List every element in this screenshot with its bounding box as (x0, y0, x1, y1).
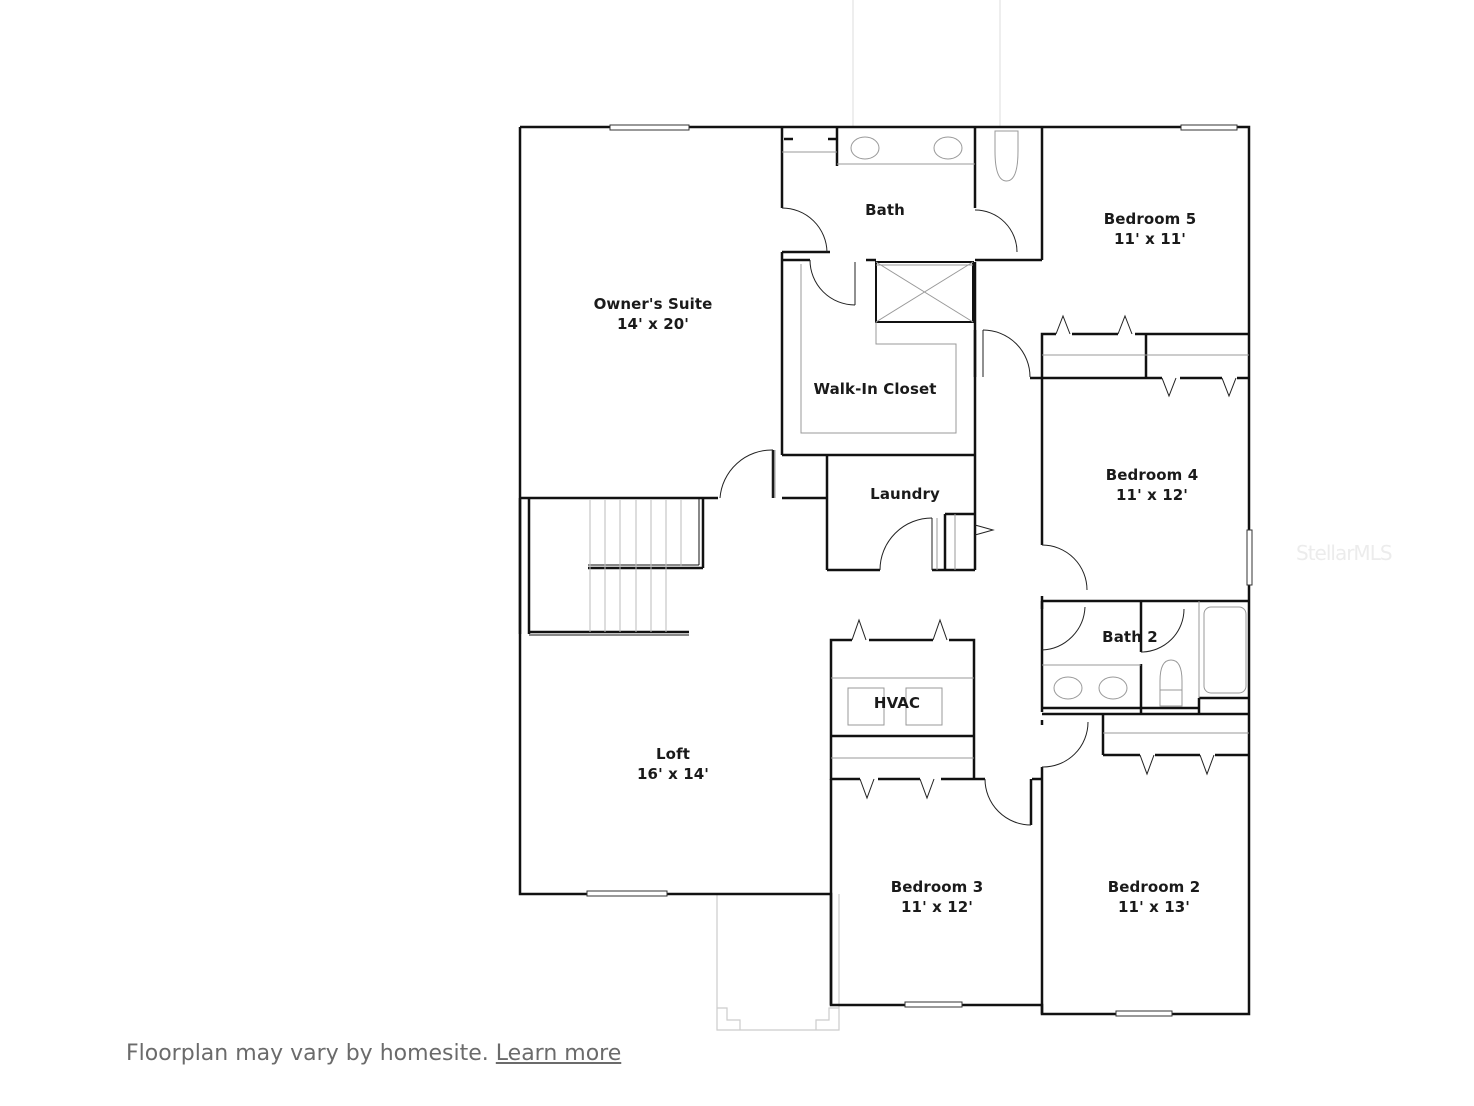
stair-treads (589, 500, 682, 632)
room-name: Bedroom 3 (890, 878, 984, 896)
room-name: Bedroom 2 (1107, 878, 1201, 896)
guide-lines (852, 0, 1001, 127)
room-dimensions: 11' x 13' (1118, 898, 1190, 916)
watermark: StellarMLS (1296, 541, 1393, 565)
room-label-owners-suite: Owner's Suite 14' x 20' (594, 294, 713, 334)
room-dimensions: 11' x 12' (901, 898, 973, 916)
room-dimensions: 11' x 11' (1114, 230, 1186, 248)
room-label-walk-in-closet: Walk-In Closet (813, 379, 936, 399)
room-name: Bath 2 (1102, 628, 1158, 646)
room-name: Walk-In Closet (813, 380, 937, 398)
room-label-bedroom-3: Bedroom 3 11' x 12' (891, 877, 984, 917)
fixtures (774, 130, 1249, 759)
room-label-bath-2: Bath 2 (1102, 627, 1158, 647)
room-name: Laundry (870, 485, 940, 503)
room-name: Owner's Suite (593, 295, 713, 313)
room-dimensions: 16' x 14' (637, 765, 709, 783)
room-label-laundry: Laundry (870, 484, 940, 504)
room-dimensions: 11' x 12' (1116, 486, 1188, 504)
room-label-bedroom-2: Bedroom 2 11' x 13' (1108, 877, 1201, 917)
room-label-bedroom-4: Bedroom 4 11' x 12' (1106, 465, 1199, 505)
room-dimensions: 14' x 20' (617, 315, 689, 333)
porch-outline (716, 894, 840, 1031)
room-label-bath: Bath (865, 200, 905, 220)
bifold-doors (851, 314, 1237, 800)
room-name: Bath (865, 201, 905, 219)
room-label-bedroom-5: Bedroom 5 11' x 11' (1104, 209, 1197, 249)
door-swings (719, 207, 1185, 826)
room-name: Bedroom 4 (1105, 466, 1199, 484)
stair-rails (529, 498, 700, 636)
room-name: HVAC (873, 694, 921, 712)
windows (586, 124, 1253, 1017)
room-name: Loft (656, 745, 690, 763)
learn-more-link[interactable]: Learn more (495, 1041, 622, 1066)
room-label-hvac: HVAC (874, 693, 920, 713)
room-label-loft: Loft 16' x 14' (637, 744, 709, 784)
room-name: Bedroom 5 (1103, 210, 1197, 228)
disclaimer-text: Floorplan may vary by homesite. (126, 1041, 489, 1066)
floorplan-disclaimer: Floorplan may vary by homesite. Learn mo… (126, 1041, 621, 1066)
